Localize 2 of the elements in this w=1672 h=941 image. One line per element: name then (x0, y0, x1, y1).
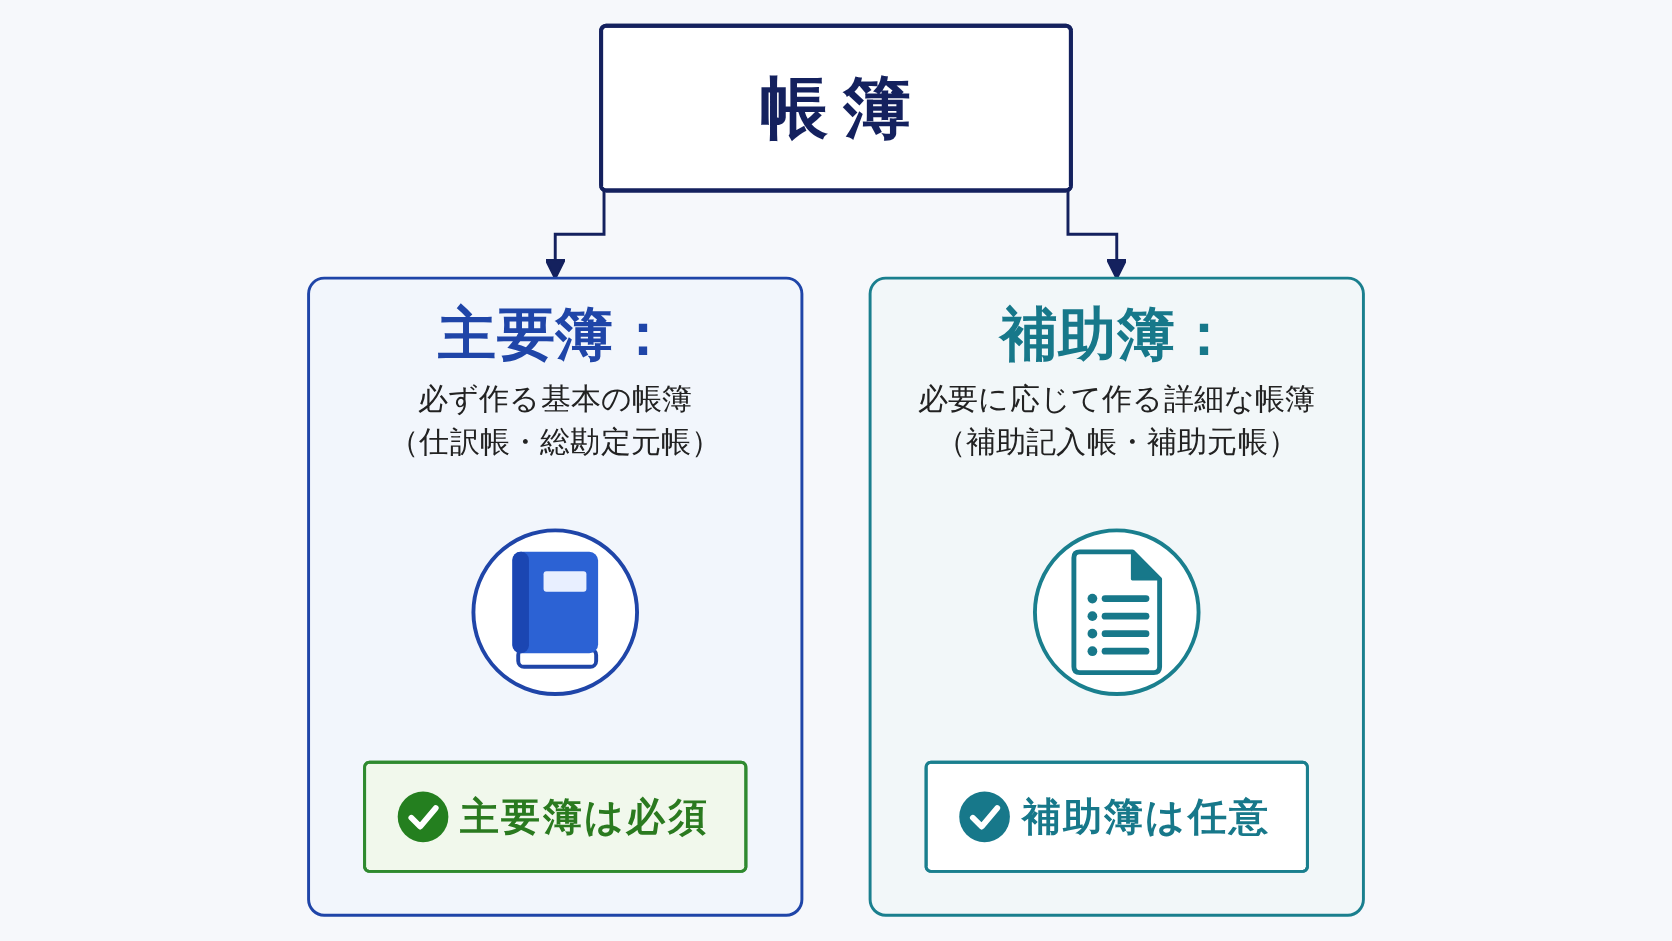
node-circle (1033, 528, 1201, 697)
node-circle (471, 528, 640, 697)
